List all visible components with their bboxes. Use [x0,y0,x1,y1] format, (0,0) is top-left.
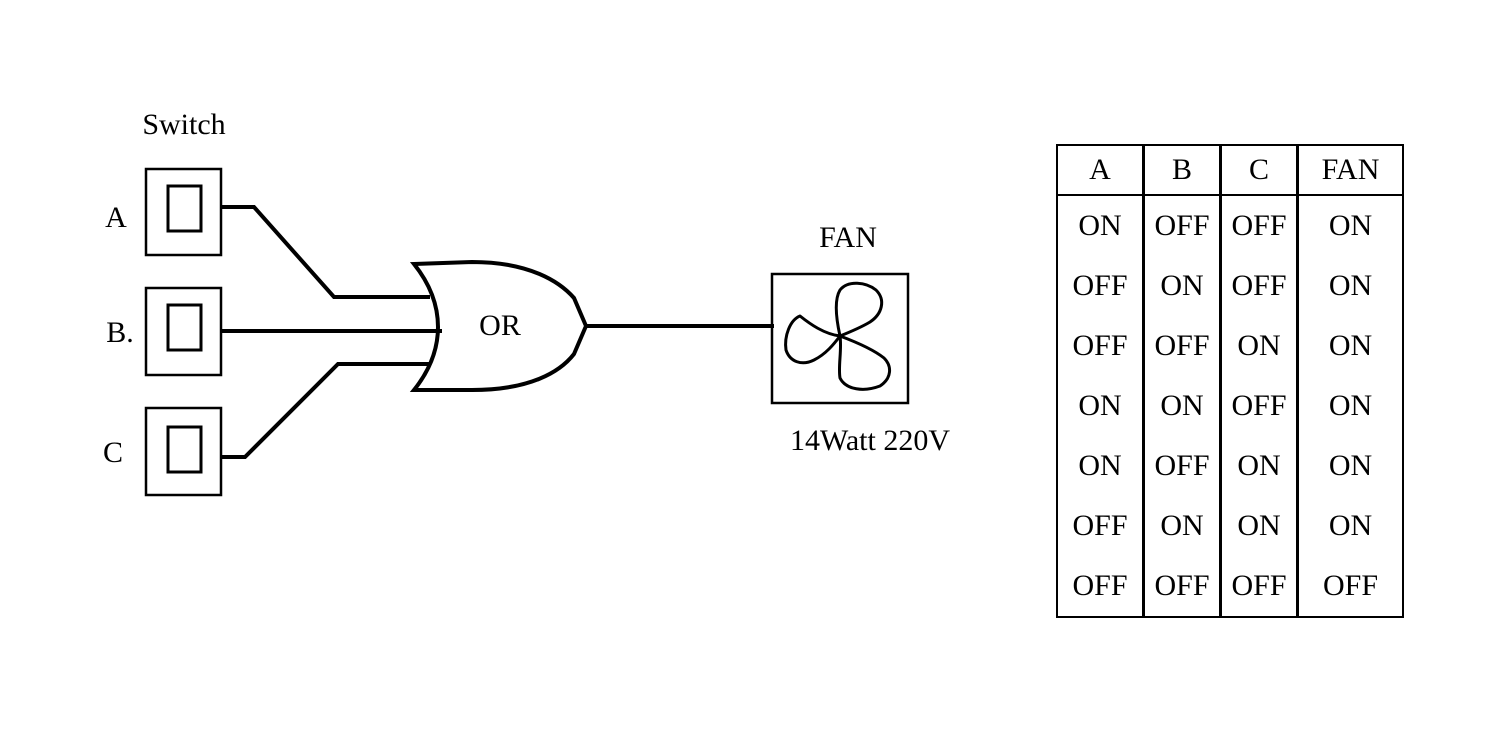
cell-a: OFF [1057,256,1145,316]
cell-fan: ON [1328,329,1373,362]
cell-fan: ON [1328,449,1373,482]
cell-a: OFF [1057,496,1145,556]
switch-a-housing [144,167,223,257]
switch-b: B. [106,286,223,377]
header-fan: FAN [1297,145,1403,196]
cell-c: OFF [1220,256,1299,316]
cell-c: OFF [1220,376,1299,436]
cell-b: ON [1143,256,1222,316]
cell-fan: OFF [1322,569,1379,602]
or-gate-icon [409,259,589,392]
switch-b-label: B. [106,316,134,349]
table-row: ON OFF ON ON [1057,436,1403,496]
fan-rating: 14Watt 220V [790,424,950,457]
switch-b-toggle-icon [166,303,203,352]
table-row: OFF ON OFF ON [1057,256,1403,316]
or-gate-label: OR [479,309,521,342]
cell-fan: ON [1328,509,1373,542]
switch-c-label: C [103,436,123,469]
fan-blades-icon [784,281,891,391]
table-row: ON OFF OFF ON [1057,195,1403,256]
table-row: OFF OFF ON ON [1057,316,1403,376]
switch-a-label: A [105,201,127,234]
fan: FAN 14Watt 220V [770,221,950,457]
switch-a: A [105,167,223,257]
switch-c-housing [144,406,223,497]
cell-c: ON [1220,436,1299,496]
switch-b-housing [144,286,223,377]
cell-c: OFF [1220,556,1299,617]
switch-c-toggle-icon [166,425,203,474]
truth-table-header-row: A B C FAN [1057,145,1403,196]
cell-b: ON [1143,496,1222,556]
switch-title: Switch [142,108,225,141]
table-row: ON ON OFF ON [1057,376,1403,436]
cell-fan: ON [1328,389,1373,422]
truth-table: A B C FAN ON OFF OFF ON OFF ON OFF ON OF… [1056,144,1404,618]
header-c: C [1220,145,1299,196]
cell-fan: ON [1328,269,1373,302]
fan-housing [770,272,910,405]
table-row: OFF OFF OFF OFF [1057,556,1403,617]
cell-a: OFF [1057,556,1145,617]
fan-title: FAN [819,221,877,254]
or-gate: OR [409,259,589,392]
cell-b: ON [1143,376,1222,436]
cell-a: ON [1057,376,1145,436]
cell-c: OFF [1220,195,1299,256]
header-a: A [1057,145,1145,196]
cell-b: OFF [1143,436,1222,496]
wire-switch-a [220,205,430,299]
switch-a-toggle-icon [166,184,203,233]
table-row: OFF ON ON ON [1057,496,1403,556]
cell-c: ON [1220,316,1299,376]
header-b: B [1143,145,1222,196]
cell-b: OFF [1143,195,1222,256]
cell-a: ON [1057,195,1145,256]
cell-b: OFF [1143,556,1222,617]
cell-c: ON [1220,496,1299,556]
cell-a: OFF [1057,316,1145,376]
switch-c: C [103,406,223,497]
wire-switch-c [220,362,430,459]
cell-a: ON [1057,436,1145,496]
cell-fan: ON [1328,209,1373,242]
cell-b: OFF [1143,316,1222,376]
